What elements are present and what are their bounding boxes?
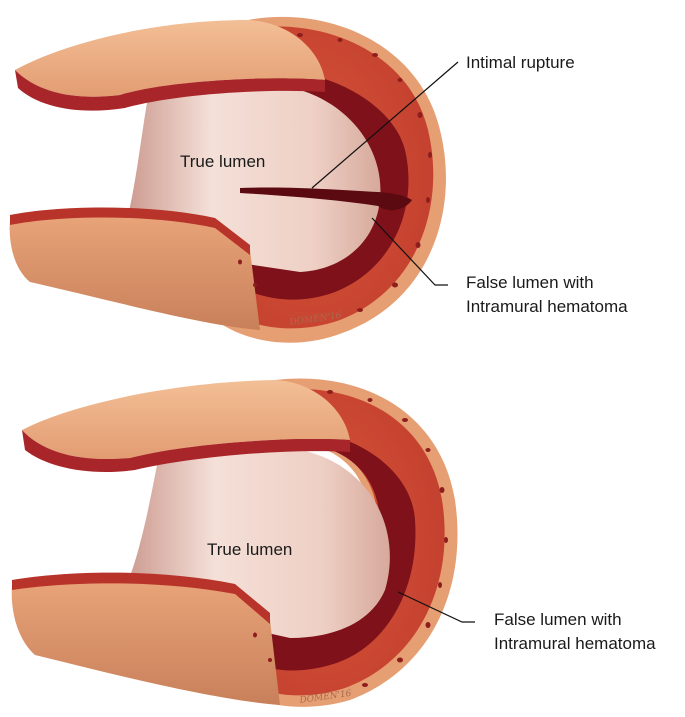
- vessel-top-flap: [15, 20, 325, 97]
- label-false-lumen-line2: Intramural hematoma: [494, 634, 656, 653]
- label-true-lumen: True lumen: [207, 540, 292, 559]
- leader-false-lumen: [371, 217, 448, 286]
- top-flap-edge: [22, 430, 350, 472]
- vessel-panel-top: DOMEN'16 True lumen Intimal rupture Fals…: [9, 16, 628, 343]
- false-lumen-hematoma: [240, 69, 409, 300]
- wall-pores: [238, 33, 432, 312]
- label-false-lumen-line1: False lumen with: [494, 610, 622, 629]
- label-false-lumen-line2: Intramural hematoma: [466, 297, 628, 316]
- label-false-lumen-line1: False lumen with: [466, 273, 594, 292]
- vessel-bottom-flap: [9, 213, 260, 330]
- top-flap-edge: [15, 70, 325, 111]
- leader-intimal-rupture: [311, 61, 459, 189]
- vessel-panel-bottom: DOMEN'16 True lumen False lumen with Int…: [11, 378, 656, 707]
- label-intimal-rupture: Intimal rupture: [466, 53, 575, 72]
- vessel-media-layer: [245, 388, 445, 696]
- bottom-flap-edge: [10, 207, 250, 255]
- vessel-bottom-flap: [11, 578, 280, 705]
- bottom-flap-edge: [12, 572, 270, 624]
- wall-pores: [253, 390, 448, 687]
- intimal-tear: [240, 187, 412, 211]
- label-true-lumen: True lumen: [180, 152, 265, 171]
- false-lumen-hematoma: [250, 428, 416, 671]
- leader-false-lumen: [397, 591, 475, 623]
- vessel-top-flap: [22, 380, 350, 460]
